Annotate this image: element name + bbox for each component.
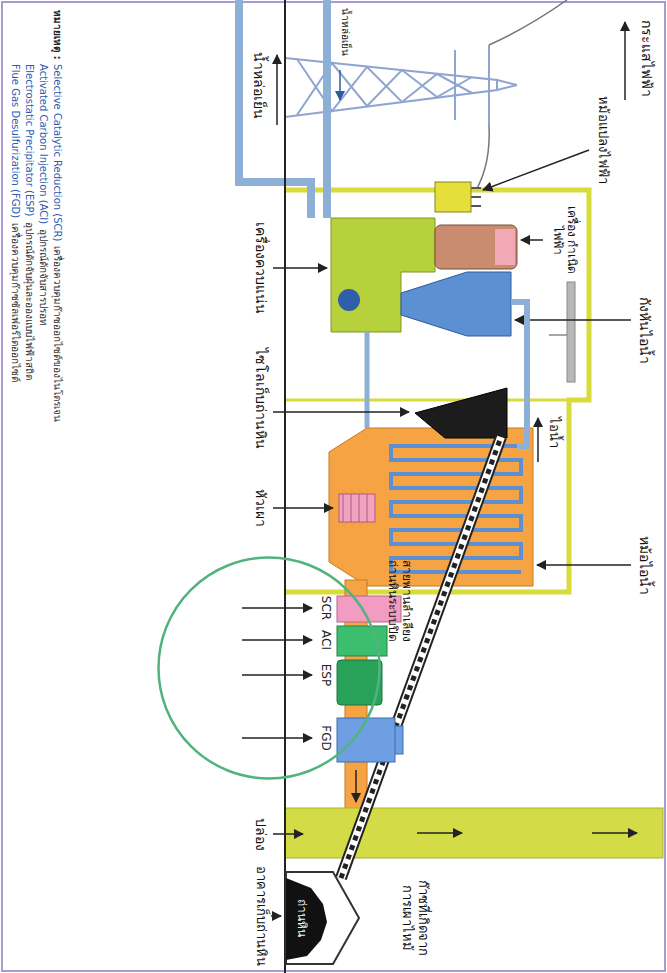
power-line: [475, 125, 489, 192]
condenser-pump: [338, 289, 360, 311]
current-arrow: [624, 22, 626, 100]
cooling-water-pipe: [323, 0, 331, 218]
transmission-tower: [285, 58, 497, 117]
callout-label: ปล่อง: [252, 818, 269, 851]
note-term: Electrostatic Precipitator (ESP): [23, 64, 35, 217]
transmission-tower: [285, 45, 517, 125]
callout-label: หัวเผา: [252, 489, 269, 527]
flow-arrow: [276, 55, 278, 125]
ground-line: [284, 0, 286, 973]
transformer: [471, 187, 481, 189]
leader-line: [271, 915, 281, 917]
generator: [495, 229, 515, 265]
callout-label: สายพานลำเลียง ถ่านหินระบบปิด: [385, 560, 414, 648]
building-outline: [286, 872, 359, 964]
steam-turbine: [401, 272, 511, 336]
transformer: [471, 205, 481, 207]
chimney: [285, 808, 663, 858]
callout-label: กระแสไฟฟ้า: [638, 20, 655, 97]
pipe-label: น้ำหล่อเย็น: [339, 8, 351, 56]
leader-line: [273, 267, 327, 269]
callout-label: กังหันไอน้ำ: [636, 297, 653, 364]
generator: [435, 225, 517, 269]
leader-line: [242, 737, 312, 739]
note-term: Activated Carbon Injection (ACI): [37, 64, 49, 224]
callout-label: เครื่องควบแน่น: [252, 222, 269, 314]
coal-conveyor: [341, 437, 501, 878]
callout-label: ไอน้ำ: [546, 417, 562, 448]
leader-line: [242, 607, 312, 609]
flow-arrow: [592, 832, 637, 834]
boiler: [329, 428, 533, 586]
flow-arrow: [339, 70, 341, 100]
callout-label: เครื่อง กำเนิดไฟฟ้า: [550, 206, 579, 275]
highlight-circle: [159, 558, 380, 779]
flow-arrow: [355, 770, 357, 802]
note-text: อุปกรณ์ดักจับสารปรอท: [37, 229, 49, 326]
overhead-crane: [549, 334, 567, 336]
equipment-label: ESP: [319, 664, 333, 686]
equipment-label: SCR: [319, 596, 333, 620]
leader-line: [273, 507, 333, 509]
burner: [339, 494, 375, 522]
note-heading: หมายเหตุ :: [51, 10, 63, 59]
cooling-water-pipe: [239, 0, 311, 218]
leader-line: [242, 674, 312, 676]
note-text: อุปกรณ์ดักจับฝุ่นละอองแบบไฟฟ้าสถิต: [23, 222, 35, 380]
coal-conveyor: [341, 437, 501, 878]
note-term: Flue Gas Desulfurization (FGD): [9, 64, 21, 218]
overhead-crane: [567, 282, 575, 382]
burner: [367, 494, 368, 522]
coal-label: ถ่านหิน: [295, 899, 309, 937]
coal-conveyor: [341, 437, 501, 878]
equipment-label: FGD: [319, 725, 333, 750]
callout-label: อาคารเก็บถ่านหิน: [253, 866, 269, 966]
callout-label: น้ำหล่อเย็น: [250, 52, 267, 119]
filter-zone-circle-outline: [157, 556, 381, 780]
transformer: [435, 182, 481, 212]
feedwater-pipe: [365, 332, 370, 428]
filter-zone-circle: SCR ACI ESP FGD: [157, 556, 381, 780]
coal-silo: [415, 388, 507, 438]
steam-pipe: [511, 302, 527, 446]
note-text: เครื่องควบคุมก๊าซออกไซด์ของไนโตรเจน: [51, 246, 63, 422]
coal-storage-building: ถ่านหิน: [285, 870, 361, 966]
equipment-label: ACI: [319, 630, 333, 650]
flow-arrow: [417, 832, 462, 834]
leader-line: [537, 564, 631, 566]
callout-label: หม้อแปลงไฟฟ้า: [595, 96, 611, 184]
leader-line: [521, 239, 543, 241]
transmission-tower: [497, 80, 517, 90]
leader-line: [242, 268, 409, 916]
leader-line: [242, 639, 312, 641]
leader-line: [483, 150, 589, 190]
burner: [343, 494, 344, 522]
note-term: Selective Catalytic Reduction (SCR): [51, 64, 63, 241]
callout-label: หม้อไอน้ำ: [636, 536, 653, 595]
coal-conveyor: [341, 437, 501, 878]
transmission-tower: [488, 45, 490, 125]
leader-line: [515, 319, 631, 321]
leader-line: [273, 411, 409, 413]
transformer: [435, 182, 471, 212]
leader-line: [273, 833, 303, 835]
coal-pile: [286, 878, 327, 960]
burner: [339, 494, 375, 522]
transformer: [471, 196, 481, 198]
plant-building: [285, 190, 589, 592]
callout-label: ก๊าซที่เกิดจาก การเผาไหม้: [400, 877, 431, 959]
fgd-unit: [337, 718, 395, 762]
overhead-crane: [549, 282, 575, 382]
power-line: [489, 0, 567, 45]
note-text: เครื่องควบคุมก๊าซซัลเฟอร์ไดออกไซด์: [9, 223, 21, 382]
cooling-water-pipe: [239, 0, 327, 218]
flow-arrow: [537, 418, 539, 462]
burner: [359, 494, 360, 522]
burner: [351, 494, 352, 522]
callout-label: ไซโลเก็บถ่านหิน: [252, 348, 269, 449]
